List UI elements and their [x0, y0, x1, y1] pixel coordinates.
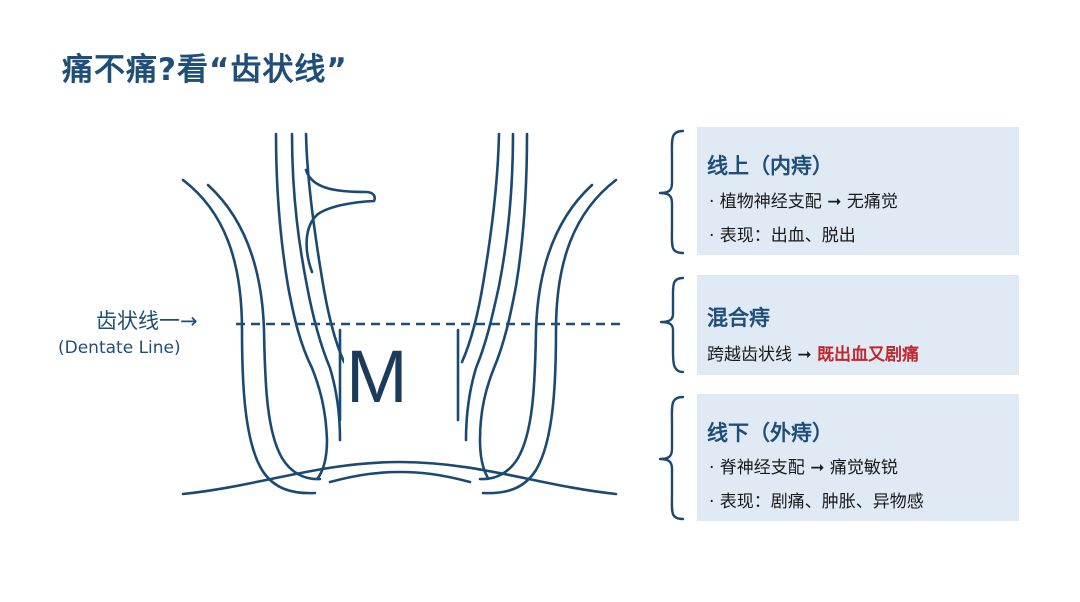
- box-line-prefix: 跨越齿状线 ➞: [707, 345, 818, 365]
- right-inner-wall: [478, 132, 529, 480]
- dentate-line-label: 齿状线一→: [96, 309, 198, 333]
- box-title: 线下（外痔）: [707, 421, 833, 445]
- bottom-curve: [181, 460, 618, 496]
- highlight-text: 既出血又剧痛: [817, 345, 920, 365]
- right-tube-inner: [460, 132, 501, 364]
- right-outer-wall: [481, 178, 618, 495]
- left-tube-outer: [290, 132, 342, 442]
- box-title: 线上（内痔）: [707, 154, 833, 178]
- box-line: · 表现：出血、脱出: [709, 226, 856, 246]
- bracket-middle: [659, 276, 685, 374]
- external-hemorrhoid-box: 线下（外痔） · 脊神经支配 ➞ 痛觉敏锐 · 表现：剧痛、肿胀、异物感: [697, 394, 1019, 521]
- bottom-curve-inner: [328, 470, 472, 484]
- m-label: M: [346, 335, 408, 418]
- left-outer-wall: [181, 178, 317, 495]
- right-mid-wall: [478, 183, 594, 481]
- box-title: 混合痔: [707, 306, 770, 330]
- bracket-bottom: [658, 395, 685, 521]
- internal-hemorrhoid-box: 线上（内痔） · 植物神经支配 ➞ 无痛觉 · 表现：出血、脱出: [697, 127, 1019, 255]
- mixed-hemorrhoid-box: 混合痔 跨越齿状线 ➞ 既出血又剧痛: [697, 275, 1019, 375]
- box-line: 跨越齿状线 ➞ 既出血又剧痛: [707, 340, 919, 365]
- bracket-top: [658, 129, 685, 255]
- box-line: · 脊神经支配 ➞ 痛觉敏锐: [709, 458, 898, 478]
- left-tube-inner: [304, 132, 346, 364]
- dentate-line-english: (Dentate Line): [58, 338, 181, 358]
- left-inner-wall: [274, 132, 329, 480]
- m-backdrop: [344, 338, 456, 420]
- box-line: · 植物神经支配 ➞ 无痛觉: [709, 192, 898, 212]
- left-side-branch: [304, 168, 377, 274]
- left-mid-wall: [206, 183, 322, 481]
- right-tube-outer: [464, 132, 515, 442]
- box-line: · 表现：剧痛、肿胀、异物感: [709, 492, 924, 512]
- page-title: 痛不痛?看“齿状线”: [62, 52, 348, 88]
